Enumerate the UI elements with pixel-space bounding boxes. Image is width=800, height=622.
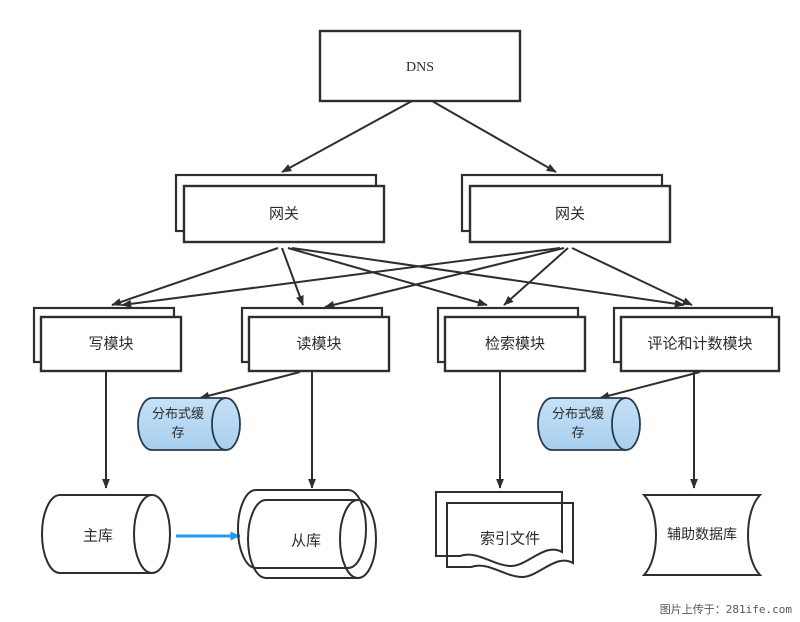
node-aux-db[interactable]: 辅助数据库 (641, 494, 763, 576)
gateway-left-label: 网关 (269, 205, 299, 222)
edge-gateway-left-to-module-search (287, 247, 488, 307)
node-gateway-right[interactable]: 网关 (460, 173, 672, 244)
gateway-left-box (182, 184, 386, 244)
module-comment-count-label: 评论和计数模块 (647, 335, 752, 352)
edge-gateway-right-to-module-write (121, 247, 561, 308)
index-file-back-sheet (435, 491, 563, 568)
node-cache-right[interactable]: 分布式缓存 (537, 397, 641, 451)
db-master-cap (133, 494, 153, 574)
dns-label: DNS (406, 60, 434, 75)
edge-gateway-left-to-module-write (111, 247, 279, 306)
db-slave-back-body (237, 489, 367, 569)
aux-db-body (641, 494, 763, 576)
edge-gateway-right-to-module-comment (571, 247, 693, 306)
node-index-file[interactable]: 索引文件 (435, 491, 574, 579)
edge-dns-to-gateway-left (281, 100, 413, 173)
db-slave-cap (339, 499, 359, 579)
edge-gateway-right-to-module-search (503, 247, 569, 306)
gateway-right-box (468, 184, 672, 244)
module-comment-count-box (619, 315, 781, 373)
node-module-comment-count[interactable]: 评论和计数模块 (612, 306, 781, 373)
edge-gateway-left-to-module-read (281, 247, 304, 306)
module-search-label: 检索模块 (485, 335, 545, 352)
node-dns[interactable]: DNS (318, 29, 522, 103)
module-write-box (39, 315, 183, 373)
module-read-box (247, 315, 391, 373)
edge-gateway-left-to-module-comment (291, 247, 685, 308)
db-master-label: 主库 (83, 527, 113, 544)
module-search-box (443, 315, 587, 373)
cache-left-cap (211, 397, 227, 451)
node-cache-left[interactable]: 分布式缓存 (137, 397, 241, 451)
dns-box (318, 29, 522, 103)
node-db-master[interactable]: 主库 (41, 494, 171, 574)
index-file-sheet (446, 502, 574, 579)
node-module-read[interactable]: 读模块 (240, 306, 391, 373)
cache-right-cap (611, 397, 627, 451)
node-gateway-left[interactable]: 网关 (174, 173, 386, 244)
node-module-write[interactable]: 写模块 (32, 306, 183, 373)
edge-gateway-right-to-module-read (324, 247, 565, 309)
aux-db-label: 辅助数据库 (667, 527, 737, 543)
node-module-search[interactable]: 检索模块 (436, 306, 587, 373)
cache-right-label-line1: 分布式缓存 (552, 406, 604, 440)
edge-module-read-to-cache-left (199, 371, 301, 400)
module-read-label: 读模块 (296, 335, 341, 352)
edge-layer (102, 100, 701, 541)
watermark-text: 图片上传于：281ife.com (659, 603, 792, 616)
module-write-label: 写模块 (88, 335, 133, 352)
cache-left-label-line1: 分布式缓存 (152, 406, 204, 440)
edge-dns-to-gateway-right (431, 100, 557, 173)
edge-module-comment-to-cache-right (599, 371, 701, 400)
index-file-label: 索引文件 (480, 530, 540, 547)
db-slave-label: 从库 (291, 532, 321, 549)
node-db-slave[interactable]: 从库 (237, 489, 377, 579)
gateway-right-label: 网关 (555, 205, 585, 222)
